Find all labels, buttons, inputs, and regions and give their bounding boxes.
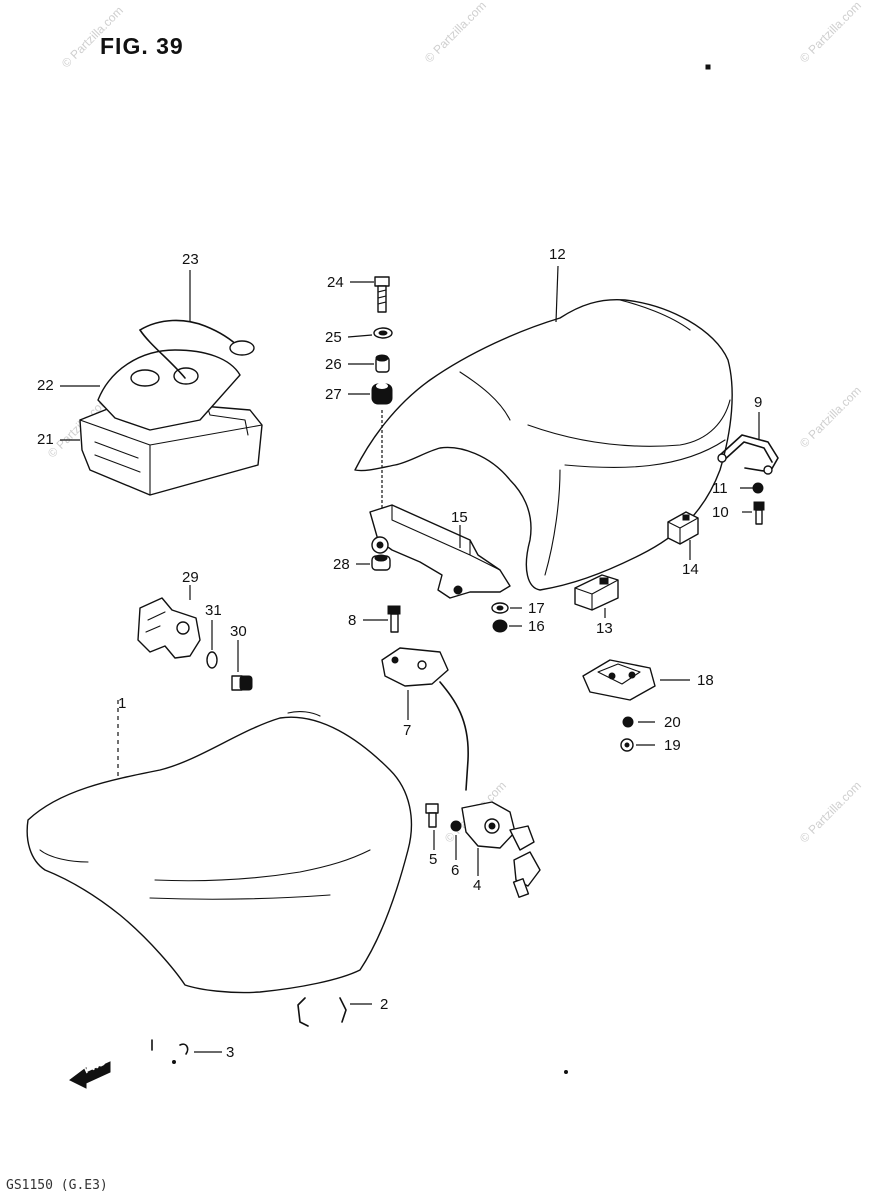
lock-plate-part-7 [381, 647, 469, 791]
clip-part-2 [297, 997, 347, 1027]
callout-31: 31 [205, 602, 222, 619]
callout-8: 8 [348, 612, 357, 629]
bolt-part-10 [753, 501, 765, 525]
speck [705, 64, 711, 70]
collar-part-26 [375, 354, 390, 373]
callout-1: 1 [118, 695, 127, 712]
callout-21: 21 [37, 431, 54, 448]
nut-part-17 [491, 602, 509, 614]
figure-title: FIG. 39 [100, 33, 184, 59]
helmet-lock-part-29 [137, 597, 201, 659]
washer-part-6 [450, 820, 462, 832]
callout-18: 18 [697, 672, 714, 689]
callout-4: 4 [473, 877, 482, 894]
footer-model-code: GS1150 (G.E3) [6, 1178, 108, 1193]
leader-line [555, 265, 559, 323]
cushion-part-27 [371, 383, 393, 405]
callout-30: 30 [230, 623, 247, 640]
bracket-part-9 [717, 434, 779, 475]
callout-16: 16 [528, 618, 545, 635]
callout-25: 25 [325, 329, 342, 346]
callout-12: 12 [549, 246, 566, 263]
nut-part-16 [492, 619, 508, 633]
callout-15: 15 [451, 509, 468, 526]
block-part-14 [667, 511, 699, 545]
callout-19: 19 [664, 737, 681, 754]
callout-11: 11 [712, 480, 728, 497]
callout-24: 24 [327, 274, 344, 291]
cord-part-23 [139, 319, 255, 379]
callout-20: 20 [664, 714, 681, 731]
callout-7: 7 [403, 722, 412, 739]
callout-28: 28 [333, 556, 350, 573]
bolt-part-24 [374, 276, 390, 313]
callout-5: 5 [429, 851, 438, 868]
nut-part-20 [622, 716, 634, 728]
clip-part-3 [151, 1039, 189, 1064]
cover-part-22 [97, 349, 241, 431]
bracket-part-15 [369, 504, 511, 599]
callout-22: 22 [37, 377, 54, 394]
leader-line [347, 334, 373, 338]
callout-29: 29 [182, 569, 199, 586]
block-part-13 [574, 574, 619, 611]
callout-9: 9 [754, 394, 763, 411]
bolt-part-8 [387, 605, 401, 633]
seat-part-1 [26, 711, 413, 994]
callout-13: 13 [596, 620, 613, 637]
washer-part-25 [373, 327, 393, 339]
forward-arrow-icon [69, 1061, 111, 1089]
cushion-part-28 [371, 554, 391, 571]
callout-27: 27 [325, 386, 342, 403]
callout-3: 3 [226, 1044, 235, 1061]
callout-6: 6 [451, 862, 460, 879]
callout-14: 14 [682, 561, 699, 578]
nut-part-19 [620, 738, 634, 752]
tail-seat-part-12 [354, 298, 733, 591]
lock-part-4 [461, 801, 541, 898]
callout-23: 23 [182, 251, 199, 268]
speck [564, 1070, 568, 1074]
plate-part-18 [582, 659, 656, 701]
screw-part-5 [425, 803, 439, 828]
washer-part-31 [206, 651, 218, 669]
bolt-part-30 [231, 675, 253, 691]
callout-10: 10 [712, 504, 729, 521]
callout-17: 17 [528, 600, 545, 617]
callout-2: 2 [380, 996, 389, 1013]
callout-26: 26 [325, 356, 342, 373]
